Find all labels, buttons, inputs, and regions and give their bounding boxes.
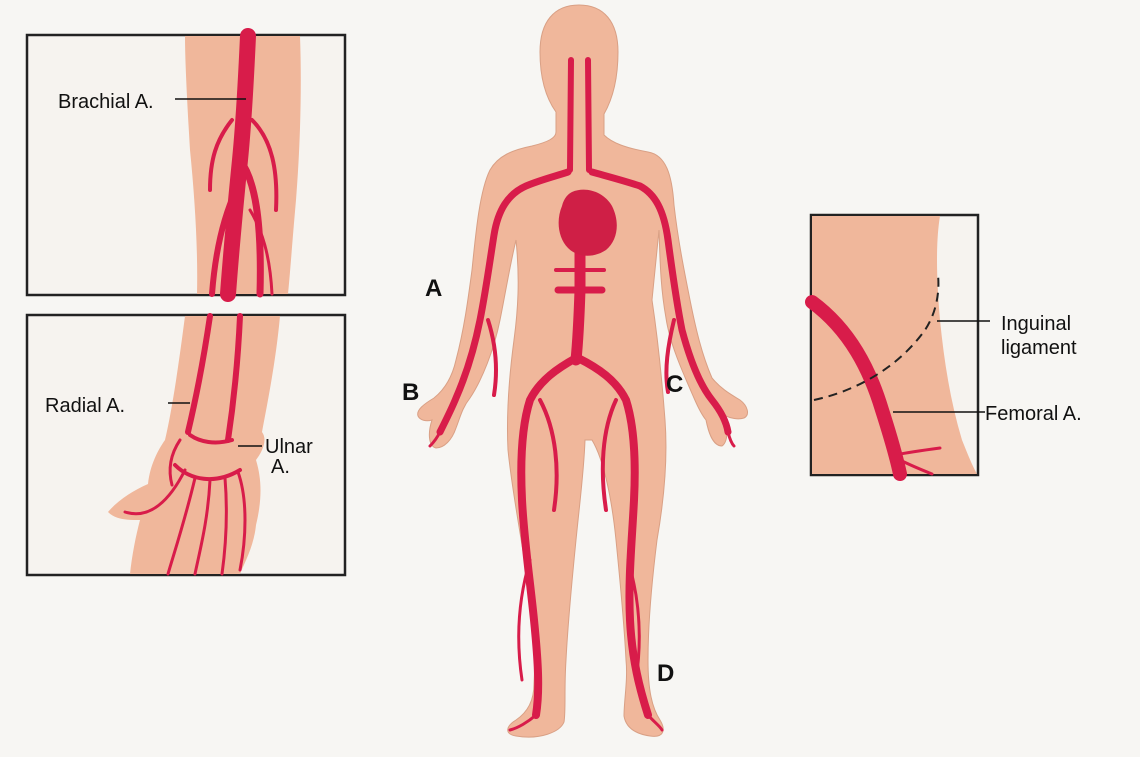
ulnar-label-line2: A. bbox=[271, 456, 290, 478]
radial-label: Radial A. bbox=[45, 395, 125, 417]
body-figure bbox=[418, 5, 748, 737]
hand-inset: Radial A. Ulnar A. bbox=[27, 315, 345, 575]
brachial-label: Brachial A. bbox=[58, 91, 154, 113]
point-d-label: D bbox=[657, 660, 674, 687]
ulnar-label-line1: Ulnar bbox=[265, 436, 313, 458]
inguinal-label-line2: ligament bbox=[1001, 337, 1077, 359]
point-c-label: C bbox=[666, 371, 683, 398]
point-b-label: B bbox=[402, 379, 419, 406]
femoral-inset: Inguinal ligament Femoral A. bbox=[811, 215, 1082, 475]
brachial-inset: Brachial A. bbox=[27, 35, 345, 295]
inguinal-label-line1: Inguinal bbox=[1001, 313, 1071, 335]
femoral-label: Femoral A. bbox=[985, 403, 1082, 425]
point-a-label: A bbox=[425, 275, 442, 302]
